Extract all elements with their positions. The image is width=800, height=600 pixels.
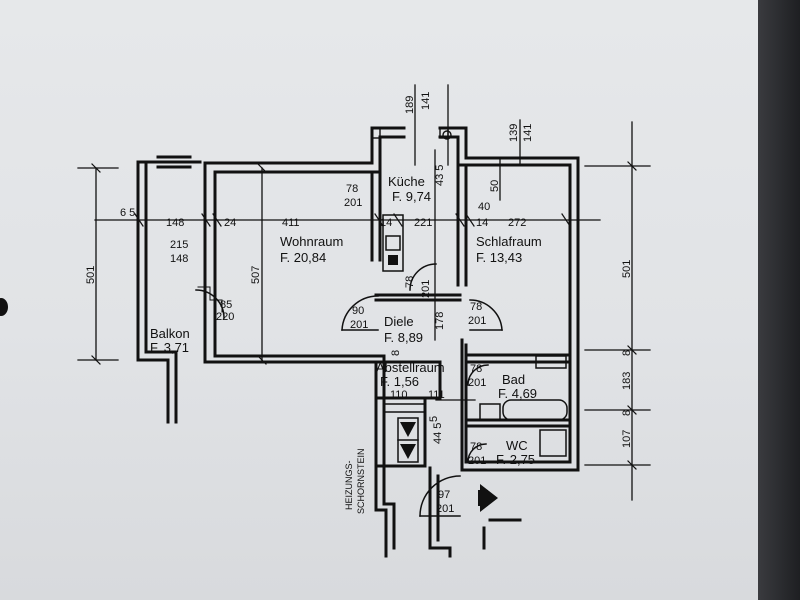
room-area-abstellraum: F. 1,56	[380, 374, 419, 389]
dim-kueche-door-v-0: 78	[404, 276, 416, 288]
dim-wohn-v: 507	[250, 266, 262, 284]
dim-right-v-2: 107	[621, 430, 633, 448]
dim-top-v-3: 141	[522, 124, 534, 142]
dim-h-4: 14	[380, 217, 392, 229]
room-name-wc: WC	[506, 438, 528, 453]
dim-h-0: 6 5	[120, 207, 135, 219]
room-area-schlafraum: F. 13,43	[476, 250, 522, 265]
dim-right-v-4: 8	[621, 410, 633, 416]
room-name-kueche: Küche	[388, 174, 425, 189]
dimension-lines	[77, 84, 651, 501]
dim-right-v-1: 183	[621, 372, 633, 390]
room-name-abstellraum: Abstellraum	[376, 360, 445, 375]
walls	[136, 126, 580, 558]
dim-wohn-window-bottom: 201	[344, 197, 362, 209]
annotation-schornstein: SCHORNSTEIN	[356, 448, 366, 514]
dim-door-schlaf-top: 78	[470, 301, 482, 313]
balcony-steps	[197, 286, 223, 313]
dim-flur-h-0: 110	[390, 389, 408, 401]
dim-door-bad-top: 78	[470, 363, 482, 375]
dim-balkon-door-bottom: 220	[216, 311, 234, 323]
dim-h-2: 24	[224, 217, 236, 229]
dim-left-v: 501	[85, 266, 97, 284]
fixture-fills	[388, 255, 498, 512]
room-area-bad: F. 4,69	[498, 386, 537, 401]
monitor-bezel	[758, 0, 800, 600]
camera-dot	[0, 298, 8, 316]
dim-right-v-0: 501	[621, 260, 633, 278]
dim-h-3: 411	[282, 217, 300, 229]
chimney	[371, 127, 452, 140]
dim-balkon-window-bottom: 148	[170, 253, 188, 265]
dim-wohn-window-top: 78	[346, 183, 358, 195]
dim-flur-v-0: 178	[434, 312, 446, 330]
dim-door-entry-bottom: 201	[436, 503, 454, 515]
dim-door-schlaf-bottom: 201	[468, 315, 486, 327]
annotation-heizungs: HEIZUNGS-	[344, 460, 354, 510]
room-name-wohnraum: Wohnraum	[280, 234, 343, 249]
dim-top-v-6: 40	[478, 201, 490, 213]
dim-kueche-door-v-1: 201	[420, 280, 432, 298]
room-name-schlafraum: Schlafraum	[476, 234, 542, 249]
dim-top-v-0: 189	[404, 96, 416, 114]
room-area-diele: F. 8,89	[384, 330, 423, 345]
dim-door-diele-bottom: 201	[350, 319, 368, 331]
room-area-balkon: F. 3,71	[150, 340, 189, 355]
dim-flur-h-1: 111	[428, 389, 445, 401]
dim-flur-v-1: 8	[390, 350, 402, 356]
dim-flur-v-3: 5	[428, 416, 440, 422]
dim-door-diele-top: 90	[352, 305, 364, 317]
dim-top-v-2: 139	[508, 124, 520, 142]
dim-door-bad-bottom: 201	[468, 377, 486, 389]
dim-balkon-window-top: 215	[170, 239, 188, 251]
dim-door-entry-top: 97	[438, 489, 450, 501]
fixtures	[382, 214, 568, 463]
dim-h-1: 148	[166, 217, 184, 229]
floor-plan: Küche F. 9,74 Wohnraum F. 20,84 Schlafra…	[77, 84, 651, 558]
door-swings	[195, 263, 503, 517]
dim-balkon-door-top: 85	[220, 299, 232, 311]
dim-top-v-1: 141	[420, 92, 432, 110]
dim-door-wc-top: 78	[470, 441, 482, 453]
room-name-bad: Bad	[502, 372, 525, 387]
dim-h-6: 14	[476, 217, 488, 229]
dim-h-5: 221	[414, 217, 432, 229]
dim-top-v-5: 50	[489, 180, 501, 192]
dim-right-v-3: 8	[621, 350, 633, 356]
dim-door-wc-bottom: 201	[468, 455, 486, 467]
dim-flur-v-2: 44 5	[432, 423, 444, 444]
room-area-wc: F. 2,75	[496, 452, 535, 467]
room-name-diele: Diele	[384, 314, 414, 329]
dim-top-v-4: 43 5	[434, 165, 446, 186]
room-area-wohnraum: F. 20,84	[280, 250, 326, 265]
dim-h-7: 272	[508, 217, 526, 229]
room-name-balkon: Balkon	[150, 326, 190, 341]
room-area-kueche: F. 9,74	[392, 189, 431, 204]
